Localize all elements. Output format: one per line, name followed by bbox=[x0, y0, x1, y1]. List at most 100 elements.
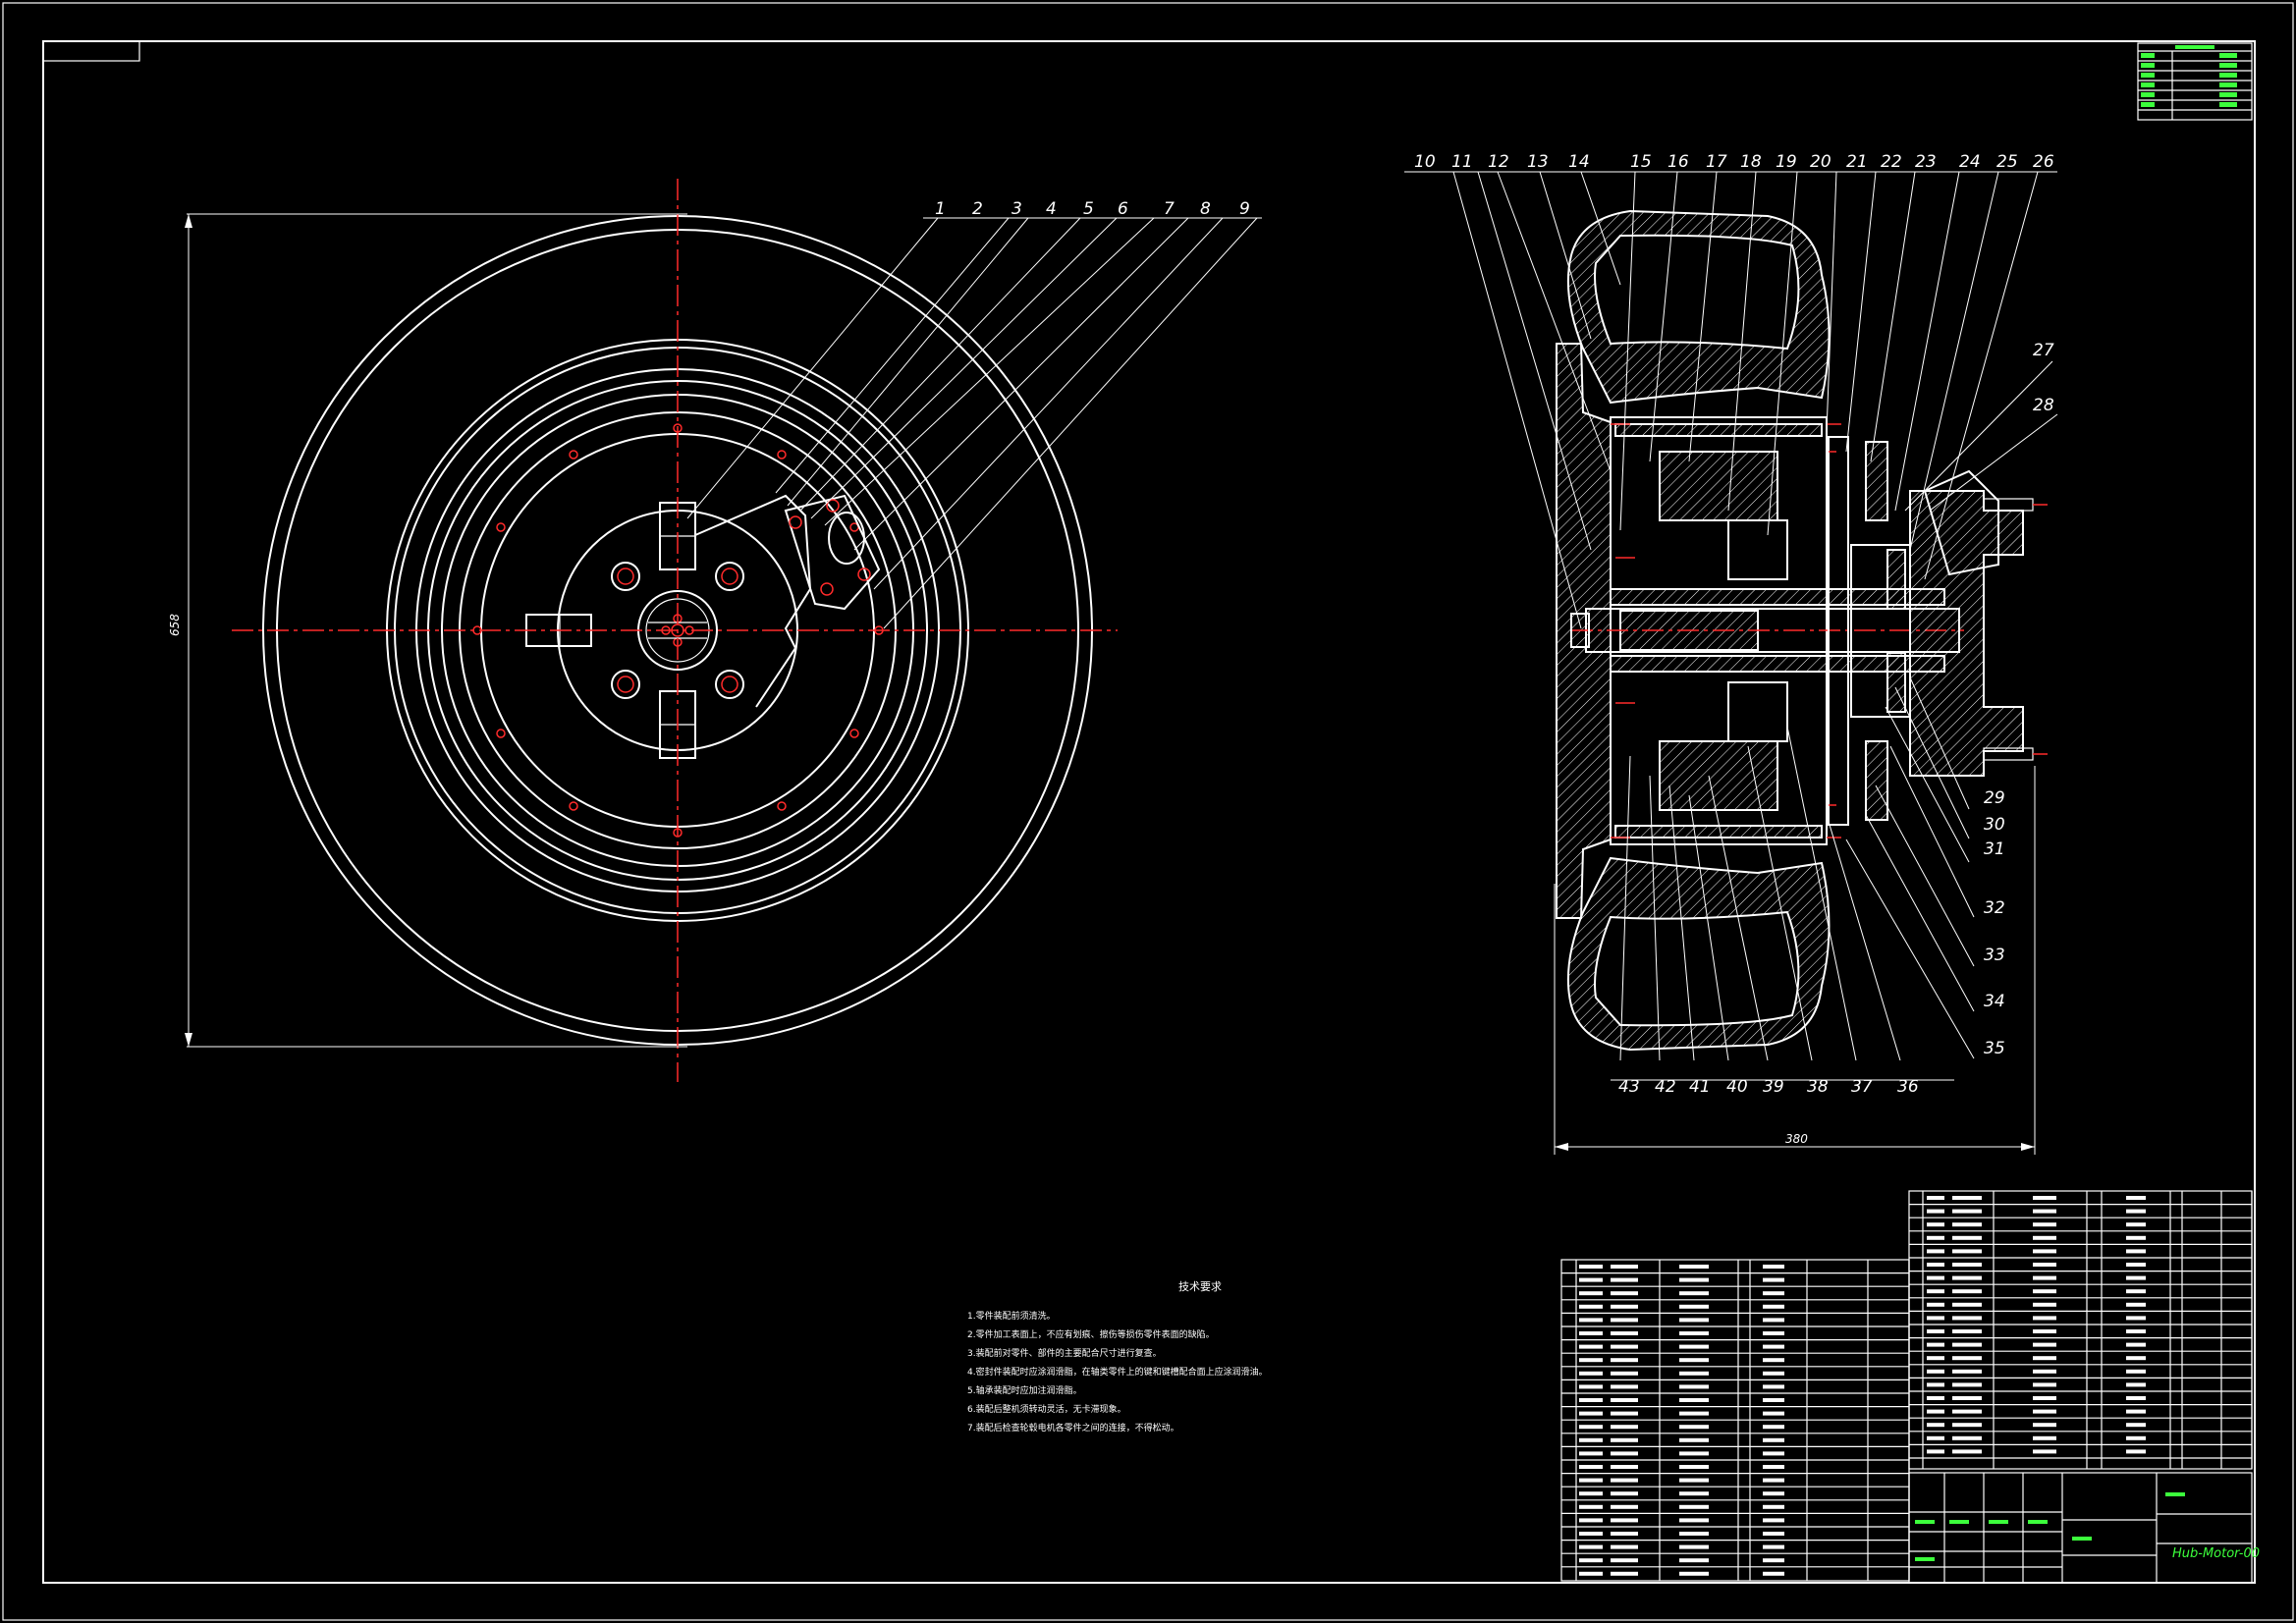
bom-cell-text bbox=[1579, 1331, 1603, 1335]
callout-27: 27 bbox=[2033, 341, 2054, 360]
bom-cell-text bbox=[2033, 1369, 2056, 1374]
bom-cell-text bbox=[1763, 1465, 1784, 1469]
bom-cell-text bbox=[1952, 1289, 1982, 1294]
callout-35: 35 bbox=[1984, 1039, 2005, 1058]
bom-cell-text bbox=[1611, 1504, 1638, 1509]
bom-cell-text bbox=[2033, 1222, 2056, 1227]
bom-cell-text bbox=[1952, 1396, 1982, 1400]
bom-cell-text bbox=[2126, 1289, 2146, 1294]
callout-18: 18 bbox=[1740, 152, 1762, 172]
bom-cell-text bbox=[1952, 1302, 1982, 1307]
bom-cell-text bbox=[1611, 1318, 1638, 1323]
bom-cell-text bbox=[2033, 1409, 2056, 1414]
bom-cell-text bbox=[1952, 1409, 1982, 1414]
bom-cell-text bbox=[2126, 1449, 2146, 1454]
bom-cell-text bbox=[1915, 1520, 1935, 1524]
bom-cell-text bbox=[1927, 1356, 1944, 1361]
bom-cell-text bbox=[1927, 1289, 1944, 1294]
bom-cell-text bbox=[1952, 1423, 1982, 1428]
bom-cell-text bbox=[1927, 1423, 1944, 1428]
bom-cell-text bbox=[1763, 1491, 1784, 1496]
bom-cell-text bbox=[2033, 1249, 2056, 1254]
bom-cell-text bbox=[1579, 1425, 1603, 1430]
bom-cell-text bbox=[1927, 1396, 1944, 1400]
bom-cell-text bbox=[1611, 1371, 1638, 1376]
bom-cell-text bbox=[2126, 1222, 2146, 1227]
bom-cell-text bbox=[1679, 1478, 1709, 1483]
bom-cell-text bbox=[1611, 1518, 1638, 1523]
bom-cell-text bbox=[1952, 1369, 1982, 1374]
bom-cell-text bbox=[1952, 1316, 1982, 1321]
bom-cell-text bbox=[1927, 1235, 1944, 1240]
callout-10: 10 bbox=[1414, 152, 1436, 172]
bom-cell-text bbox=[1579, 1532, 1603, 1536]
callout-14: 14 bbox=[1568, 152, 1590, 172]
bom-cell-text bbox=[1949, 1520, 1969, 1524]
bom-cell-text bbox=[2033, 1435, 2056, 1440]
bom-cell-text bbox=[2033, 1302, 2056, 1307]
bill-of-materials: Hub-Motor-00 bbox=[1560, 1190, 2260, 1584]
bom-cell-text bbox=[1579, 1398, 1603, 1402]
bom-cell-text bbox=[1579, 1478, 1603, 1483]
bom-cell-text bbox=[1927, 1209, 1944, 1214]
bom-cell-text bbox=[1611, 1491, 1638, 1496]
bom-cell-text bbox=[1952, 1222, 1982, 1227]
bom-cell-text bbox=[1763, 1451, 1784, 1456]
bom-cell-text bbox=[1579, 1344, 1603, 1349]
bom-cell-text bbox=[1679, 1532, 1709, 1536]
bom-cell-text bbox=[2126, 1302, 2146, 1307]
bom-cell-text bbox=[1952, 1209, 1982, 1214]
tech-req-line: 7.装配后检查轮毂电机各零件之间的连接，不得松动。 bbox=[967, 1422, 1179, 1434]
callout-41: 41 bbox=[1689, 1077, 1711, 1097]
bom-cell-text bbox=[1763, 1358, 1784, 1363]
bom-cell-text bbox=[1989, 1520, 2008, 1524]
bom-cell-text bbox=[2033, 1235, 2056, 1240]
bom-cell-text bbox=[2126, 1275, 2146, 1280]
bom-cell-text bbox=[2126, 1249, 2146, 1254]
tech-req-line: 2.零件加工表面上，不应有划痕、擦伤等损伤零件表面的缺陷。 bbox=[967, 1328, 1215, 1340]
front-view-leaders bbox=[686, 217, 1262, 629]
bom-cell-text bbox=[1679, 1331, 1709, 1335]
bom-cell-text bbox=[1679, 1437, 1709, 1442]
bom-cell-text bbox=[1611, 1478, 1638, 1483]
bom-cell-text bbox=[1679, 1491, 1709, 1496]
bom-cell-text bbox=[1927, 1435, 1944, 1440]
bom-cell-text bbox=[1952, 1263, 1982, 1267]
bom-cell-text bbox=[1763, 1504, 1784, 1509]
bom-cell-text bbox=[2126, 1235, 2146, 1240]
callout-42: 42 bbox=[1655, 1077, 1676, 1097]
callout-4: 4 bbox=[1046, 199, 1057, 219]
bom-cell-text bbox=[2033, 1329, 2056, 1333]
bom-cell-text bbox=[1679, 1384, 1709, 1389]
callout-8: 8 bbox=[1200, 199, 1211, 219]
callout-15: 15 bbox=[1630, 152, 1652, 172]
bom-cell-text bbox=[1611, 1411, 1638, 1416]
bom-cell-text bbox=[1679, 1558, 1709, 1563]
bom-cell-text bbox=[1611, 1358, 1638, 1363]
bom-cell-text bbox=[1763, 1532, 1784, 1536]
callout-34: 34 bbox=[1984, 992, 2005, 1011]
bom-cell-text bbox=[2126, 1369, 2146, 1374]
bom-cell-text bbox=[1579, 1518, 1603, 1523]
callout-16: 16 bbox=[1667, 152, 1689, 172]
callout-17: 17 bbox=[1706, 152, 1727, 172]
bom-cell-text bbox=[1579, 1384, 1603, 1389]
bom-cell-text bbox=[1927, 1263, 1944, 1267]
bom-cell-text bbox=[1579, 1318, 1603, 1323]
bom-cell-text bbox=[1611, 1265, 1638, 1269]
callout-12: 12 bbox=[1488, 152, 1509, 172]
bom-cell-text bbox=[1952, 1382, 1982, 1387]
bom-cell-text bbox=[1611, 1532, 1638, 1536]
bom-cell-text bbox=[1927, 1382, 1944, 1387]
callout-9: 9 bbox=[1239, 199, 1250, 219]
bom-cell-text bbox=[1579, 1544, 1603, 1549]
bom-cell-text bbox=[1763, 1277, 1784, 1282]
callout-23: 23 bbox=[1915, 152, 1937, 172]
bom-cell-text bbox=[2033, 1263, 2056, 1267]
callout-31: 31 bbox=[1984, 839, 2005, 859]
front-view-callouts: 1 2 3 4 5 6 7 8 9 bbox=[935, 199, 1250, 219]
technical-requirements: 技术要求 1.零件装配前须清洗。 2.零件加工表面上，不应有划痕、擦伤等损伤零件… bbox=[967, 1280, 1268, 1434]
callout-32: 32 bbox=[1984, 898, 2005, 918]
callout-38: 38 bbox=[1807, 1077, 1829, 1097]
